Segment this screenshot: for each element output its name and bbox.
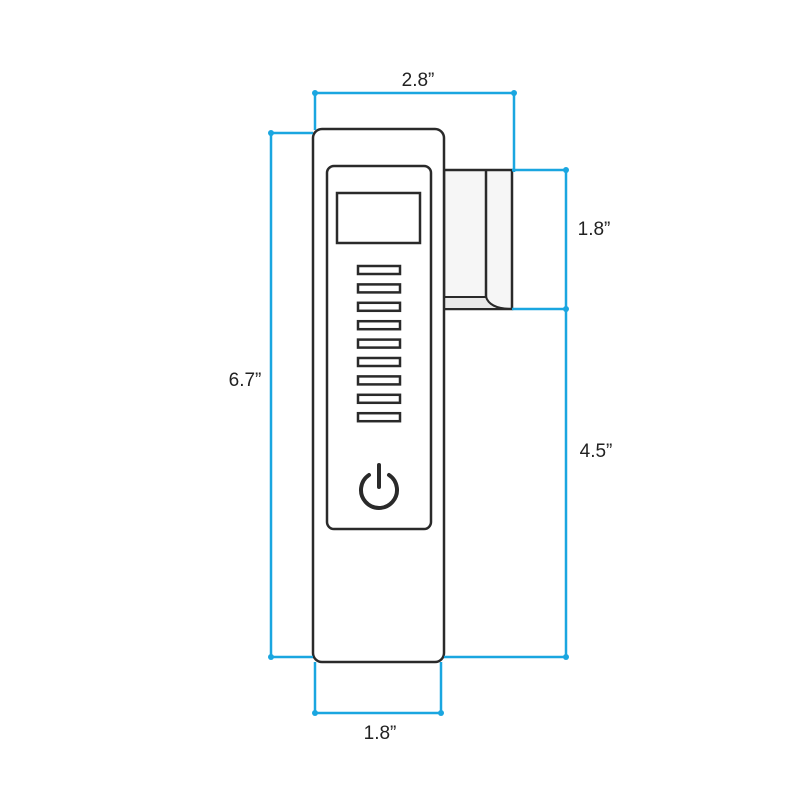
indicator-bar xyxy=(356,356,402,368)
dimension-lines xyxy=(268,90,569,716)
indicator-bar xyxy=(356,319,402,331)
level-indicator xyxy=(356,264,402,423)
indicator-bar xyxy=(356,411,402,423)
indicator-bar xyxy=(356,264,402,276)
indicator-bar xyxy=(356,375,402,386)
dim-total-height-label: 6.7” xyxy=(229,370,262,391)
dim-bottom-width-label: 1.8” xyxy=(364,723,397,744)
device-body xyxy=(311,127,514,664)
indicator-bar xyxy=(356,301,402,313)
indicator-bar xyxy=(356,283,402,294)
bracket-base xyxy=(443,296,513,310)
dim-bracket-height-label: 1.8” xyxy=(578,219,611,240)
mounting-bracket xyxy=(442,168,514,311)
indicator-bar xyxy=(356,338,402,349)
power-icon xyxy=(359,473,399,510)
indicator-bar xyxy=(356,393,402,405)
dim-lower-height-label: 4.5” xyxy=(580,441,613,462)
power-button[interactable] xyxy=(359,463,399,510)
dim-top-width-label: 2.8” xyxy=(402,70,435,91)
display-screen xyxy=(335,191,422,245)
